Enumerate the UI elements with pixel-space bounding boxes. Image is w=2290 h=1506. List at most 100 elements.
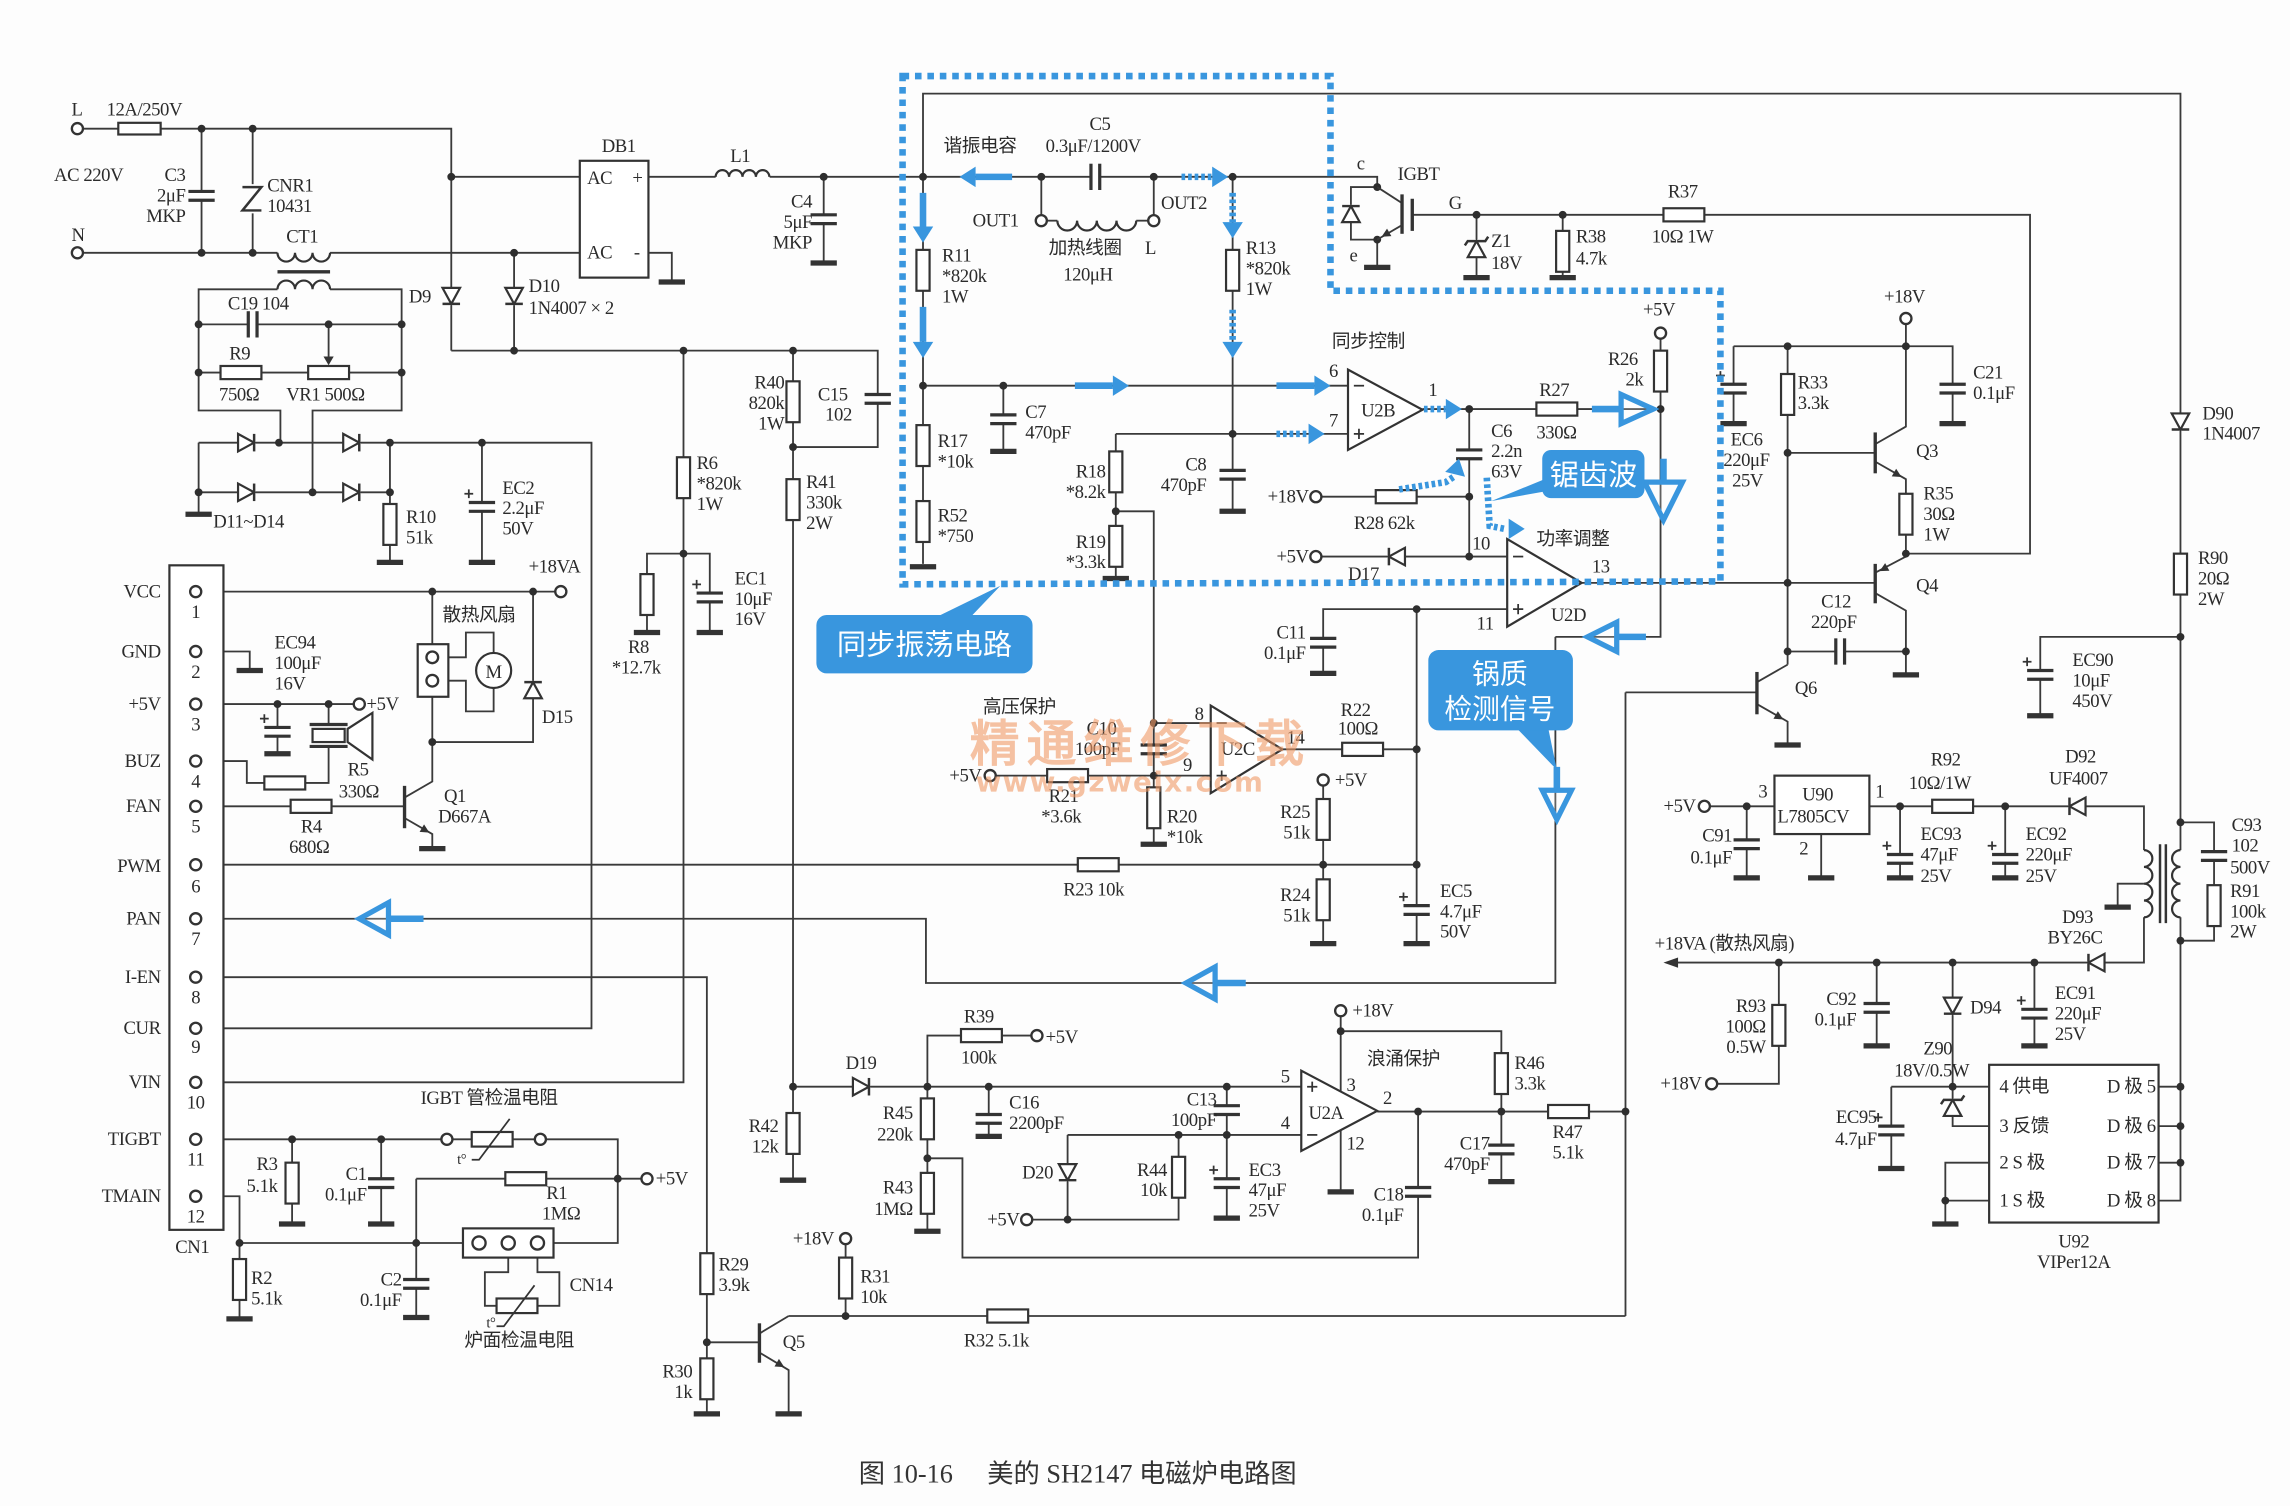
mask xyxy=(863,394,893,404)
signal-flow-arrow-icon xyxy=(912,226,934,243)
cn1-pin-terminal xyxy=(188,858,203,872)
r6-rating: 1W xyxy=(697,494,724,515)
c7-value: 470pF xyxy=(1025,422,1071,443)
wire xyxy=(922,92,2182,851)
c6-ref: C6 xyxy=(1491,421,1512,442)
junction-dot xyxy=(1222,1130,1231,1139)
junction-dot xyxy=(1111,507,1120,516)
figure-number: 图 10-16 xyxy=(859,1459,953,1488)
d19-ref: D19 xyxy=(846,1053,877,1074)
signal-flow-arrow-icon xyxy=(912,341,934,358)
wire xyxy=(1874,553,1907,574)
c5-resonant-capacitor xyxy=(1089,162,1102,192)
d19-diode xyxy=(851,1076,872,1098)
ec95-value: 4.7μF xyxy=(1835,1129,1877,1150)
ec91-capacitor xyxy=(2016,996,2050,1020)
wire xyxy=(404,817,434,848)
cn1-pin-name: +5V xyxy=(129,694,162,715)
r41-rating: 2W xyxy=(806,513,833,534)
db1-ref: DB1 xyxy=(602,136,636,157)
junction-dot xyxy=(1896,802,1905,811)
junction-dot xyxy=(1465,405,1474,414)
callout-tail xyxy=(1491,477,1549,502)
callout-pot-detect: 锅质 检测信号 xyxy=(1428,650,1573,770)
cn1-pin-terminal xyxy=(188,644,203,659)
mask xyxy=(1308,638,1338,648)
buzzer-icon xyxy=(309,710,374,762)
u2a-pin-out: 2 xyxy=(1383,1088,1392,1109)
cn1-pin-number: 1 xyxy=(191,602,200,623)
cn1-pin-name: PWM xyxy=(117,856,161,877)
cnr1-ref: CNR1 xyxy=(267,175,313,196)
ec90-capacitor xyxy=(2022,657,2055,681)
c21-capacitor xyxy=(1938,382,1968,395)
c3-type: MKP xyxy=(146,206,185,227)
junction-dot xyxy=(2176,1158,2185,1167)
thermistor-terminal xyxy=(533,1132,548,1147)
c92-ref: C92 xyxy=(1826,989,1856,1010)
c4-type: MKP xyxy=(773,232,812,253)
r37-ref: R37 xyxy=(1668,181,1698,202)
r31-resistor xyxy=(837,1256,854,1300)
r35-ref: R35 xyxy=(1923,484,1953,505)
junction-dot xyxy=(923,1154,932,1163)
ec92-capacitor xyxy=(1987,841,2020,865)
c15-capacitor xyxy=(863,392,893,405)
r11-resistor xyxy=(915,248,931,292)
c21-ref: C21 xyxy=(1973,362,2003,383)
r92-ref: R92 xyxy=(1931,749,1961,770)
hollow-signal-arrow-icon xyxy=(353,898,392,940)
junction-dot xyxy=(1558,210,1567,219)
r46-ref: R46 xyxy=(1514,1053,1544,1074)
r5-resistor xyxy=(263,775,307,791)
db1-ac-pin: AC xyxy=(587,243,612,264)
rail-5v-label: +5V xyxy=(949,765,982,786)
hollow-signal-arrow-icon xyxy=(1180,962,1218,1004)
junction-dot xyxy=(385,438,394,447)
c11-value: 0.1μF xyxy=(1264,643,1306,664)
ec3-rating: 25V xyxy=(1249,1201,1281,1222)
c5-ref: C5 xyxy=(1090,114,1111,135)
junction-dot xyxy=(2176,1082,2185,1091)
u92-pin1-label: 1 S 极 xyxy=(1999,1190,2045,1211)
signal-flow-arrow-icon xyxy=(1445,458,1466,477)
polarity-plus-icon xyxy=(1882,841,1892,851)
rail-18v-label: +18V xyxy=(1352,1001,1394,1022)
callout-sawtooth: 锯齿波 xyxy=(1491,449,1645,502)
junction-dot xyxy=(377,1135,386,1144)
r47-ref: R47 xyxy=(1552,1122,1582,1143)
junction-dot xyxy=(1414,1107,1423,1116)
wire xyxy=(160,127,453,351)
ec2-value: 2.2μF xyxy=(502,498,544,519)
ec94-rating: 16V xyxy=(275,673,307,694)
c1-ref: C1 xyxy=(346,1164,367,1185)
c12-ref: C12 xyxy=(1821,592,1851,613)
junction-dot xyxy=(679,346,688,355)
diode-triangle xyxy=(1340,203,1362,224)
junction-dot xyxy=(789,1082,797,1091)
d93-diode xyxy=(2086,951,2106,974)
junction-dot xyxy=(2030,958,2039,967)
mains-voltage-label: AC 220V xyxy=(54,165,124,186)
r41-ref: R41 xyxy=(806,472,836,493)
c6-rating: 63V xyxy=(1491,462,1523,483)
r30-resistor xyxy=(699,1357,715,1401)
r90-resistor xyxy=(2172,552,2189,596)
r39-ref: R39 xyxy=(964,1006,994,1027)
c4-ref: C4 xyxy=(791,192,813,213)
c11-ref: C11 xyxy=(1276,622,1305,643)
junction-dot xyxy=(1783,578,1792,587)
r24-value: 51k xyxy=(1283,906,1311,927)
r47-resistor xyxy=(1546,1103,1591,1120)
mask xyxy=(1718,384,1749,393)
rail-18va-label: +18VA xyxy=(529,557,582,578)
r92-value: 10Ω/1W xyxy=(1909,773,1972,794)
q1-emitter-arrow-icon xyxy=(419,824,430,833)
u2b-pin-inv: 6 xyxy=(1329,361,1338,382)
mask xyxy=(2025,670,2055,680)
ec1-value: 10μF xyxy=(735,589,772,610)
c93-ref: C93 xyxy=(2232,815,2262,836)
wire xyxy=(1951,962,1990,1128)
ec6-ref: EC6 xyxy=(1731,430,1763,451)
r31-ref: R31 xyxy=(860,1266,890,1287)
